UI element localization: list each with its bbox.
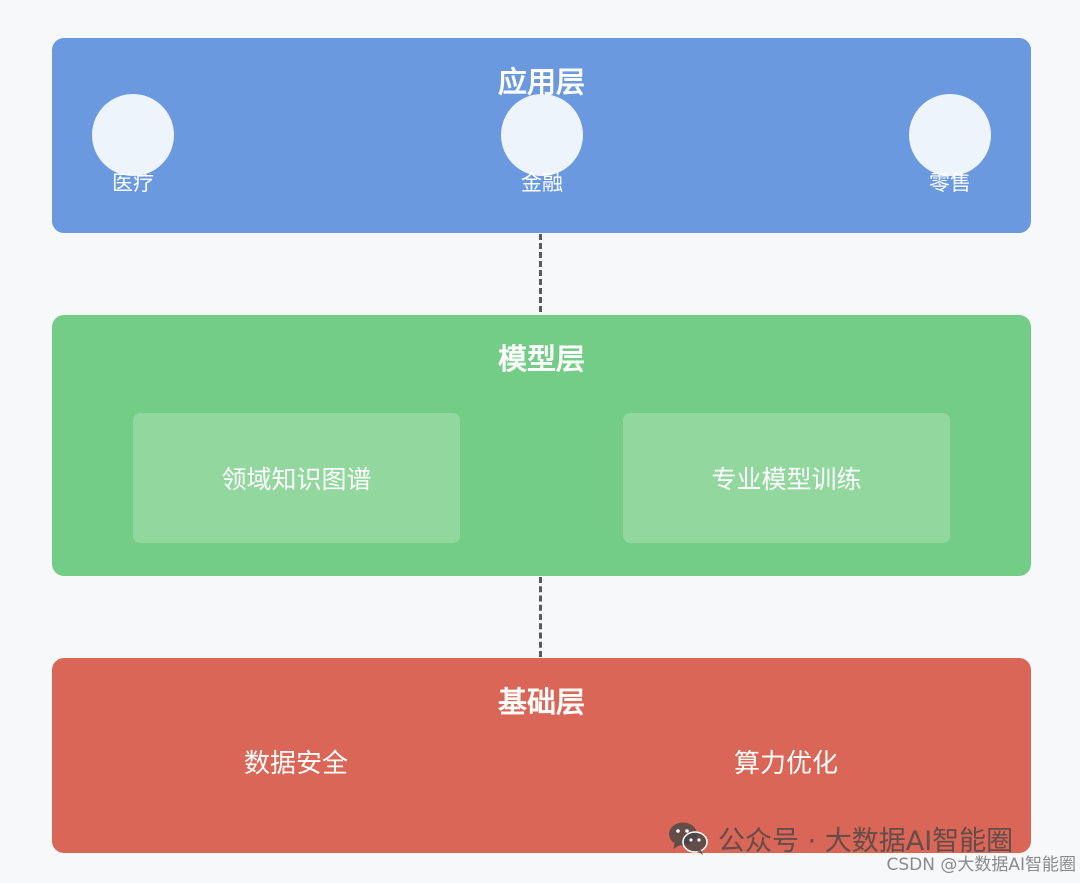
- healthcare-icon: [92, 94, 174, 176]
- connector-app-model: [539, 234, 542, 312]
- retail-icon: [909, 94, 991, 176]
- wechat-icon: [669, 822, 708, 855]
- model-layer: 模型层 领域知识图谱 专业模型训练: [52, 315, 1031, 576]
- foundation-layer: 基础层 数据安全 算力优化: [52, 658, 1031, 853]
- app-item-healthcare: 医疗: [92, 94, 174, 198]
- foundation-layer-title: 基础层: [497, 685, 585, 719]
- model-box-model-training: 专业模型训练: [623, 413, 950, 543]
- model-box-label: 领域知识图谱: [221, 465, 372, 494]
- app-item-label: 零售: [929, 171, 971, 195]
- model-box-label: 专业模型训练: [711, 465, 862, 494]
- app-item-label: 金融: [521, 171, 563, 195]
- application-layer-title: 应用层: [497, 65, 585, 99]
- model-box-knowledge-graph: 领域知识图谱: [133, 413, 460, 543]
- wechat-watermark: 公众号 · 大数据AI智能圈: [668, 818, 1013, 858]
- finance-icon: [501, 94, 583, 176]
- wechat-watermark-text: 公众号 · 大数据AI智能圈: [718, 825, 1014, 857]
- base-item-compute-optimization: 算力优化: [733, 749, 838, 779]
- csdn-watermark: CSDN @大数据AI智能圈: [886, 855, 1076, 875]
- base-item-data-security: 数据安全: [243, 749, 348, 779]
- connector-model-base: [539, 577, 542, 657]
- app-item-label: 医疗: [112, 171, 154, 195]
- application-layer: 应用层 医疗 金融 零售: [52, 38, 1031, 233]
- app-item-finance: 金融: [501, 94, 583, 198]
- app-item-retail: 零售: [909, 94, 991, 198]
- model-layer-title: 模型层: [497, 342, 585, 376]
